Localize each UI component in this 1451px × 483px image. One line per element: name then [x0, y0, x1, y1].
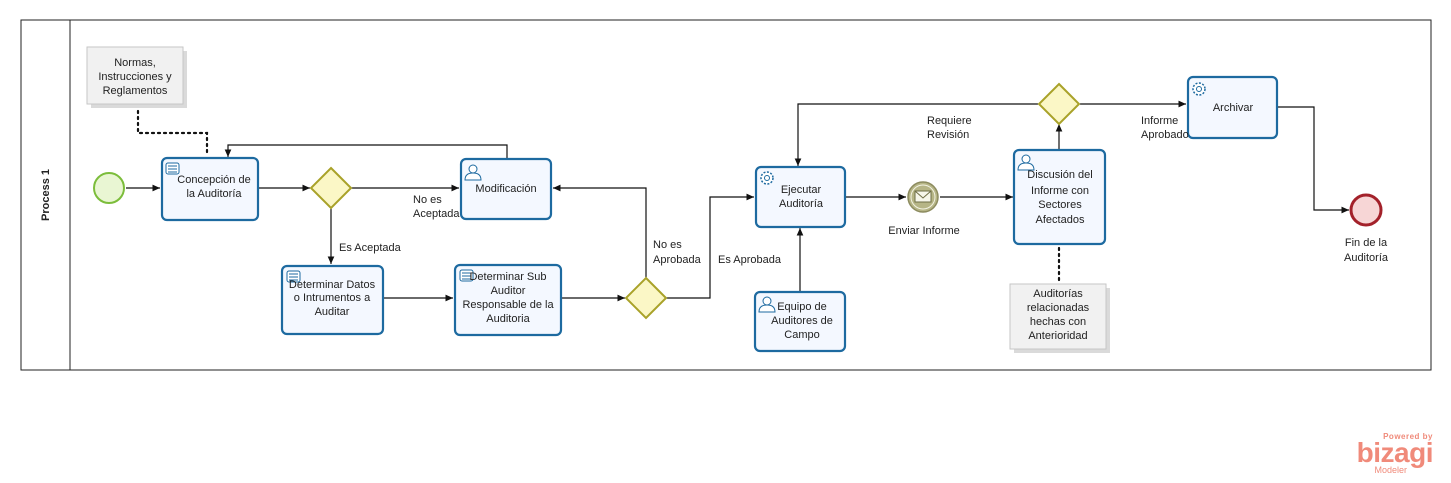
annotation-normas: Normas, Instrucciones y Reglamentos — [86, 46, 187, 108]
task-label-line: Auditor — [491, 285, 526, 297]
script-icon — [286, 270, 301, 283]
task-label-line: Concepción de — [177, 174, 250, 186]
task-label-line: Archivar — [1213, 102, 1254, 114]
task-label-line: o Intrumentos a — [294, 292, 371, 304]
flow-gateway3-to-ejecutar — [794, 103, 1038, 166]
flow-modificacion-to-concepcion — [224, 144, 508, 159]
task-determinar-sub[interactable]: Determinar Sub Auditor Responsable de la… — [453, 263, 563, 337]
task-label-line: Ejecutar — [781, 184, 822, 196]
envelope-icon — [914, 190, 932, 203]
message-event[interactable] — [907, 181, 939, 213]
task-label-line: Campo — [784, 329, 819, 341]
watermark-brand: bizagi — [1356, 437, 1434, 468]
task-determinar-datos[interactable]: Determinar Datos o Intrumentos a Auditar — [280, 264, 385, 336]
task-concepcion[interactable]: Concepción de la Auditoría — [160, 156, 260, 222]
flow-label-requiere-revision: Requiere — [927, 115, 972, 127]
task-label-line: la Auditoría — [186, 188, 242, 200]
sequence-flows — [126, 100, 1349, 302]
flow-label-requiere-revision: Revisión — [927, 129, 969, 141]
annotation-auditorias-line: relacionadas — [1027, 302, 1090, 314]
task-archivar[interactable]: Archivar — [1186, 75, 1279, 140]
task-ejecutar[interactable]: Ejecutar Auditoría — [754, 165, 847, 229]
flow-archivar-to-end — [1278, 106, 1349, 214]
task-modificacion[interactable]: Modificación — [459, 157, 553, 221]
task-label-line: Auditar — [315, 306, 350, 318]
task-discusion[interactable]: Discusión del Informe con Sectores Afect… — [1012, 148, 1107, 246]
annotation-normas-line: Normas, — [114, 57, 156, 69]
pool-label: Process 1 — [40, 169, 52, 221]
flow-label-informe-aprobado: Aprobado — [1141, 129, 1189, 141]
gear-icon — [760, 171, 774, 185]
flow-label-no-aceptada: Aceptada — [413, 208, 460, 220]
task-label-line: Modificación — [475, 183, 536, 195]
task-label-line: Informe con — [1031, 185, 1089, 197]
task-label-line: Auditoria — [486, 313, 530, 325]
flow-label-no-aprobada: No es — [653, 239, 682, 251]
flow-label-no-aprobada: Aprobada — [653, 254, 702, 266]
annotation-normas-line: Instrucciones y — [98, 71, 172, 83]
end-event-label: Auditoría — [1344, 252, 1389, 264]
gateway-revision[interactable] — [1037, 82, 1081, 126]
watermark-product: Modeler — [1374, 465, 1407, 475]
task-label-line: Equipo de — [777, 301, 827, 313]
annotation-auditorias: Auditorías relacionadas hechas con Anter… — [1009, 283, 1110, 353]
user-icon — [1017, 154, 1035, 171]
user-icon — [464, 164, 482, 181]
flow-label-es-aprobada: Es Aprobada — [718, 254, 782, 266]
start-event[interactable] — [93, 172, 125, 204]
task-label-line: Determinar Datos — [289, 279, 376, 291]
association-normas — [136, 109, 209, 156]
task-label-line: Auditoría — [779, 198, 824, 210]
end-event[interactable] — [1349, 193, 1383, 227]
task-label-line: Discusión del — [1027, 169, 1092, 181]
annotation-normas-line: Reglamentos — [103, 85, 168, 97]
annotation-auditorias-line: Auditorías — [1033, 288, 1083, 300]
script-icon — [459, 269, 474, 282]
task-label-line: Afectados — [1036, 214, 1085, 226]
gateway-aceptada[interactable] — [309, 166, 353, 210]
task-label-line: Auditores de — [771, 315, 833, 327]
user-icon — [758, 296, 776, 313]
script-icon — [165, 162, 180, 175]
task-label-line: Determinar Sub — [469, 271, 546, 283]
watermark-powered: Powered by — [1383, 432, 1433, 441]
bizagi-watermark: Powered by bizagi Modeler — [1356, 432, 1434, 475]
gateway-aprobada[interactable] — [624, 276, 668, 320]
task-label-line: Responsable de la — [462, 299, 554, 311]
flow-gateway2-to-ejecutar — [666, 193, 754, 299]
task-equipo[interactable]: Equipo de Auditores de Campo — [753, 290, 847, 353]
flow-gateway2-to-modificacion — [553, 184, 647, 279]
annotation-auditorias-line: hechas con — [1030, 316, 1086, 328]
flow-label-informe-aprobado: Informe — [1141, 115, 1178, 127]
flow-label-no-aceptada: No es — [413, 194, 442, 206]
task-label-line: Sectores — [1038, 199, 1082, 211]
flow-label-es-aceptada: Es Aceptada — [339, 242, 402, 254]
annotation-auditorias-line: Anterioridad — [1028, 330, 1087, 342]
message-event-label: Enviar Informe — [888, 225, 960, 237]
gear-icon — [1192, 82, 1206, 96]
end-event-label: Fin de la — [1345, 237, 1388, 249]
